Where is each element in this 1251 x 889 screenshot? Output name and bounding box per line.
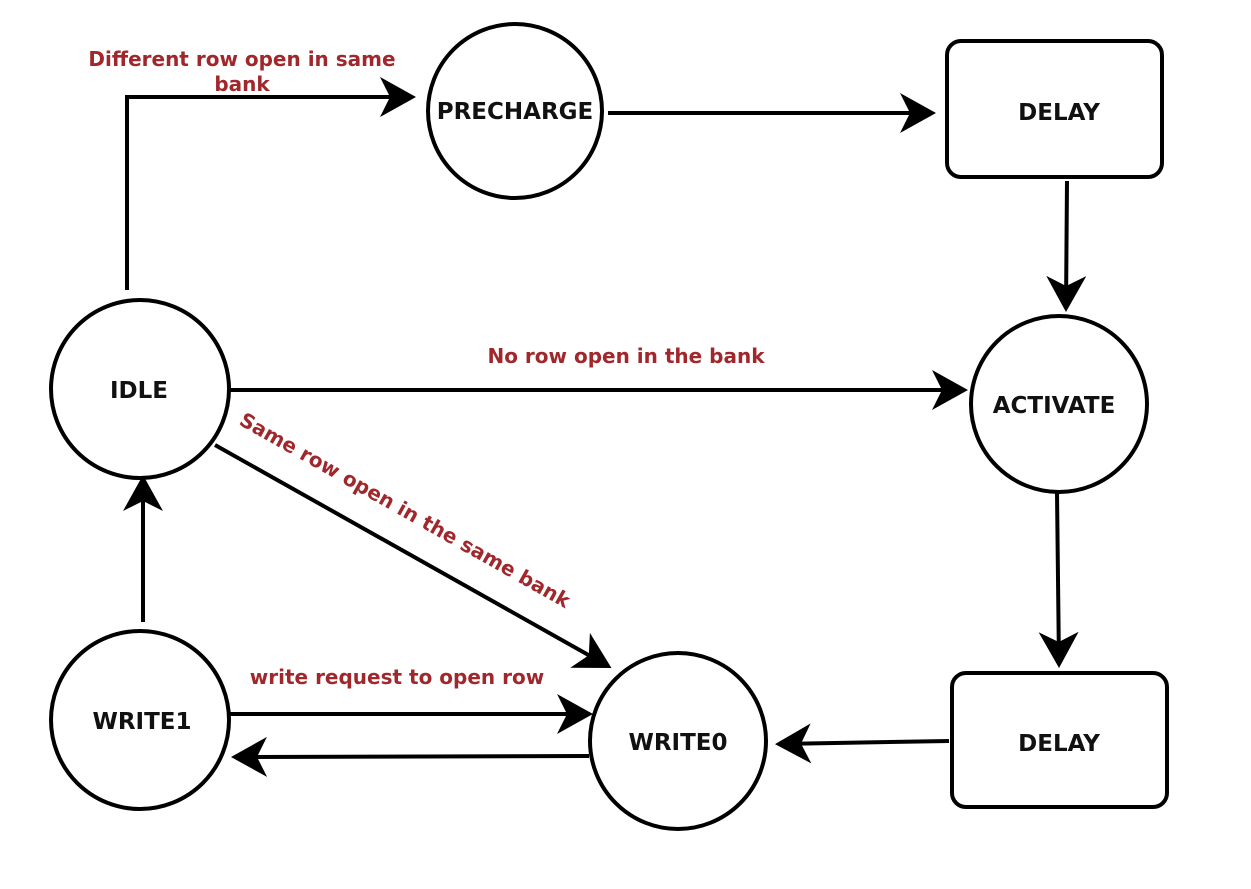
node-write1-label: WRITE1: [92, 709, 191, 735]
edge-label-write-request: write request to open row: [250, 665, 544, 689]
node-delay-bottom-label: DELAY: [1018, 731, 1100, 757]
node-delay-top: [945, 39, 1164, 179]
node-idle-label: IDLE: [110, 378, 168, 404]
node-write0-label: WRITE0: [628, 730, 727, 756]
node-precharge-label: PRECHARGE: [437, 99, 594, 125]
node-write0: [588, 651, 768, 831]
node-write1: [49, 629, 231, 811]
edge-label-no-row-open: No row open in the bank: [487, 344, 765, 368]
edge-label-different-row-line1: Different row open in same: [88, 47, 395, 71]
edge-idle-to-precharge: [125, 77, 416, 290]
edge-delay-top-to-activate: [1046, 180, 1087, 312]
node-activate-label: ACTIVATE: [993, 393, 1116, 419]
node-activate: [969, 314, 1149, 494]
edge-label-same-row-open: Same row open in the same bank: [236, 407, 576, 613]
edge-delay-bottom-to-write0: [775, 723, 950, 764]
edge-idle-to-write0: [214, 443, 612, 668]
edge-activate-to-delay-bottom: [1038, 492, 1079, 668]
edge-label-different-row-line2: bank: [214, 72, 270, 96]
node-delay-bottom: [950, 671, 1169, 809]
node-idle: [49, 298, 231, 480]
node-precharge: [426, 22, 604, 200]
node-delay-top-label: DELAY: [1018, 100, 1100, 126]
edge-write0-to-write1: [231, 736, 590, 777]
